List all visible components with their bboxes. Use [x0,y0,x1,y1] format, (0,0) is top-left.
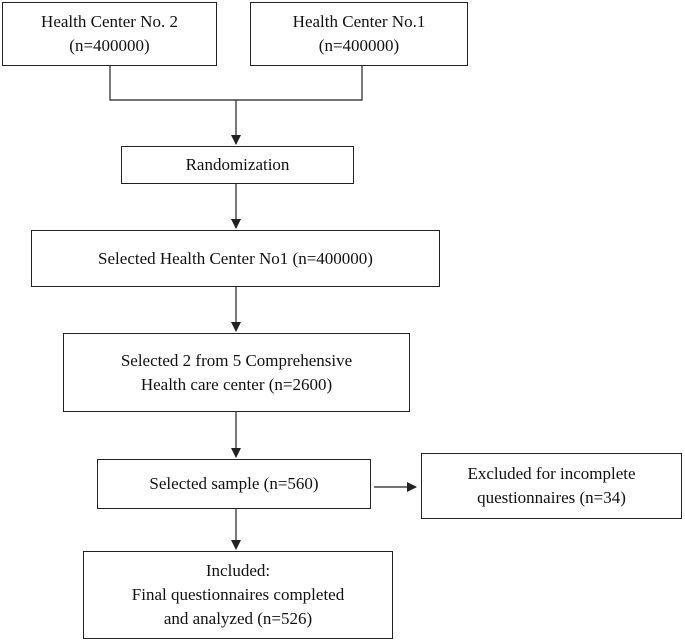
health-center-1-count: (n=400000) [318,36,400,55]
health-center-1-name: Health Center No.1 [292,12,426,31]
excluded-box: Excluded for incomplete questionnaires (… [421,453,682,519]
selected-center-label: Selected Health Center No1 (n=400000) [98,248,373,268]
included-box: Included: Final questionnaires completed… [83,551,393,639]
included-line2: Final questionnaires completed [131,585,345,604]
health-center-2-count: (n=400000) [69,36,150,55]
health-center-1-box: Health Center No.1 (n=400000) [250,2,468,66]
selected-center-box: Selected Health Center No1 (n=400000) [31,230,440,287]
selected-comprehensive-box: Selected 2 from 5 Comprehensive Health c… [63,333,410,412]
included-line1: Included: [205,561,271,580]
excluded-line2: questionnaires (n=34) [477,488,626,507]
randomization-label: Randomization [185,155,290,174]
selected-comprehensive-line2: Health care center (n=2600) [140,374,333,394]
randomization-box: Randomization [121,146,354,184]
health-center-2-box: Health Center No. 2 (n=400000) [2,2,217,66]
merge-connector [109,66,363,101]
selected-sample-label: Selected sample (n=560) [149,474,319,493]
included-line3: and analyzed (n=526) [163,609,313,628]
selected-comprehensive-line1: Selected 2 from 5 Comprehensive [120,350,353,370]
selected-sample-box: Selected sample (n=560) [97,459,371,509]
excluded-line1: Excluded for incomplete [467,464,636,483]
health-center-2-name: Health Center No. 2 [41,12,178,31]
